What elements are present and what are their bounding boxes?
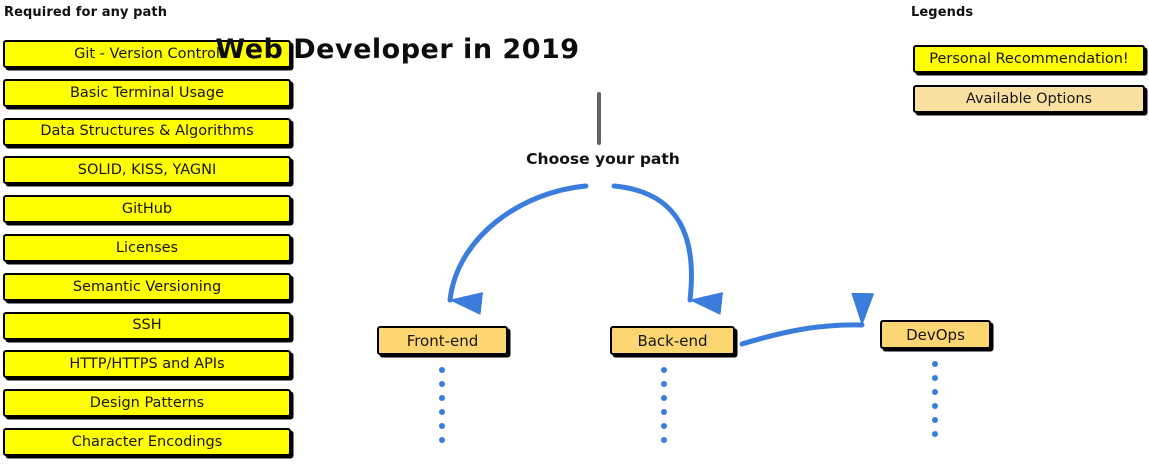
trail-dot — [439, 381, 445, 387]
required-item[interactable]: HTTP/HTTPS and APIs — [3, 350, 291, 379]
legend-item-label: Personal Recommendation! — [929, 51, 1129, 67]
vertical-line-icon — [597, 92, 601, 145]
dotted-trail-backend — [661, 367, 667, 451]
required-item-label: SOLID, KISS, YAGNI — [77, 162, 217, 179]
required-item[interactable]: SSH — [3, 311, 291, 340]
legend-item-label: Available Options — [965, 91, 1093, 107]
trail-dot — [661, 437, 667, 443]
trail-dot — [932, 403, 938, 409]
trail-dot — [439, 395, 445, 401]
curved-arrow-down-right-icon — [611, 183, 724, 316]
required-item-label: HTTP/HTTPS and APIs — [69, 356, 225, 373]
legends-section-heading: Legends — [911, 5, 974, 20]
trail-dot — [661, 423, 667, 429]
trail-dot — [661, 381, 667, 387]
path-node-devops-label: DevOps — [906, 325, 965, 344]
required-item-label: Character Encodings — [71, 433, 223, 450]
required-item[interactable]: SOLID, KISS, YAGNI — [3, 156, 291, 185]
trail-dot — [661, 395, 667, 401]
required-item[interactable]: Design Patterns — [3, 389, 291, 418]
required-item[interactable]: Semantic Versioning — [3, 272, 291, 301]
path-node-backend[interactable]: Back-end — [610, 326, 735, 355]
legend-item-available-options: Available Options — [913, 85, 1145, 113]
trail-dot — [439, 437, 445, 443]
trail-dot — [932, 417, 938, 423]
legend-item-personal-recommendation: Personal Recommendation! — [913, 45, 1145, 73]
required-item[interactable]: Basic Terminal Usage — [3, 78, 291, 107]
trail-dot — [661, 367, 667, 373]
choose-path-label: Choose your path — [526, 150, 680, 168]
curved-arrow-down-left-icon — [447, 183, 589, 316]
trail-dot — [439, 423, 445, 429]
required-item-label: SSH — [132, 317, 162, 334]
path-node-frontend-label: Front-end — [406, 331, 479, 350]
required-item[interactable]: Character Encodings — [3, 427, 291, 456]
required-item[interactable]: Git - Version Control — [3, 40, 291, 68]
required-item-label: Basic Terminal Usage — [69, 84, 225, 101]
path-node-devops[interactable]: DevOps — [880, 320, 991, 349]
trail-dot — [932, 389, 938, 395]
trail-dot — [932, 361, 938, 367]
required-item[interactable]: GitHub — [3, 195, 291, 224]
trail-dot — [932, 375, 938, 381]
required-section-heading: Required for any path — [4, 5, 168, 20]
required-item-label: Licenses — [115, 239, 179, 256]
trail-dot — [932, 431, 938, 437]
curved-arrow-right-icon — [739, 292, 875, 347]
required-item-label: Git - Version Control — [74, 45, 220, 62]
trail-dot — [439, 367, 445, 373]
path-node-backend-label: Back-end — [637, 331, 708, 350]
trail-dot — [439, 409, 445, 415]
required-item-label: Design Patterns — [89, 394, 205, 411]
required-item[interactable]: Data Structures & Algorithms — [3, 117, 291, 146]
required-item-label: GitHub — [121, 200, 173, 217]
required-item[interactable]: Licenses — [3, 233, 291, 262]
required-item-label: Semantic Versioning — [72, 278, 222, 295]
path-node-frontend[interactable]: Front-end — [377, 326, 508, 355]
dotted-trail-frontend — [439, 367, 445, 451]
dotted-trail-devops — [932, 361, 938, 445]
required-item-label: Data Structures & Algorithms — [40, 123, 254, 140]
trail-dot — [661, 409, 667, 415]
